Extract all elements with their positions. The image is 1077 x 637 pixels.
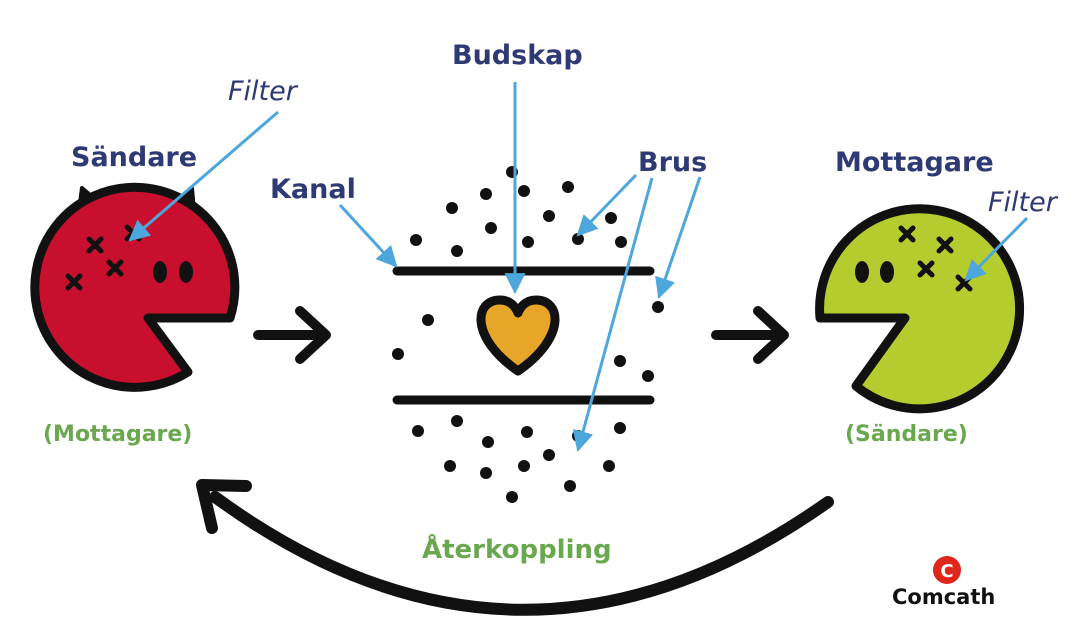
filter-left-label: Filter (228, 76, 297, 107)
receiver-label: Mottagare (835, 147, 994, 178)
heart-icon (476, 295, 560, 376)
arrow-right-icon (253, 306, 331, 364)
channel-lines (392, 266, 655, 405)
message-label: Budskap (452, 40, 583, 71)
filter-right-label: Filter (988, 187, 1057, 218)
brand-name: Comcath (892, 585, 996, 609)
pointer-lines (128, 82, 1029, 453)
brand-logo-letter: C (940, 561, 953, 582)
channel-label: Kanal (270, 174, 356, 205)
noise-dots (392, 166, 664, 503)
sender-label: Sändare (71, 142, 198, 173)
arrow-right-icon (711, 306, 789, 364)
sender-face-icon (30, 182, 240, 392)
receiver-face-icon (815, 204, 1025, 414)
sender-role-swap-label: (Mottagare) (43, 422, 193, 447)
receiver-role-swap-label: (Sändare) (845, 422, 968, 447)
feedback-label: Återkoppling (422, 535, 612, 565)
feedback-arrow-icon (196, 479, 834, 616)
brand-logo-icon: C (933, 556, 961, 584)
noise-label: Brus (638, 147, 708, 178)
